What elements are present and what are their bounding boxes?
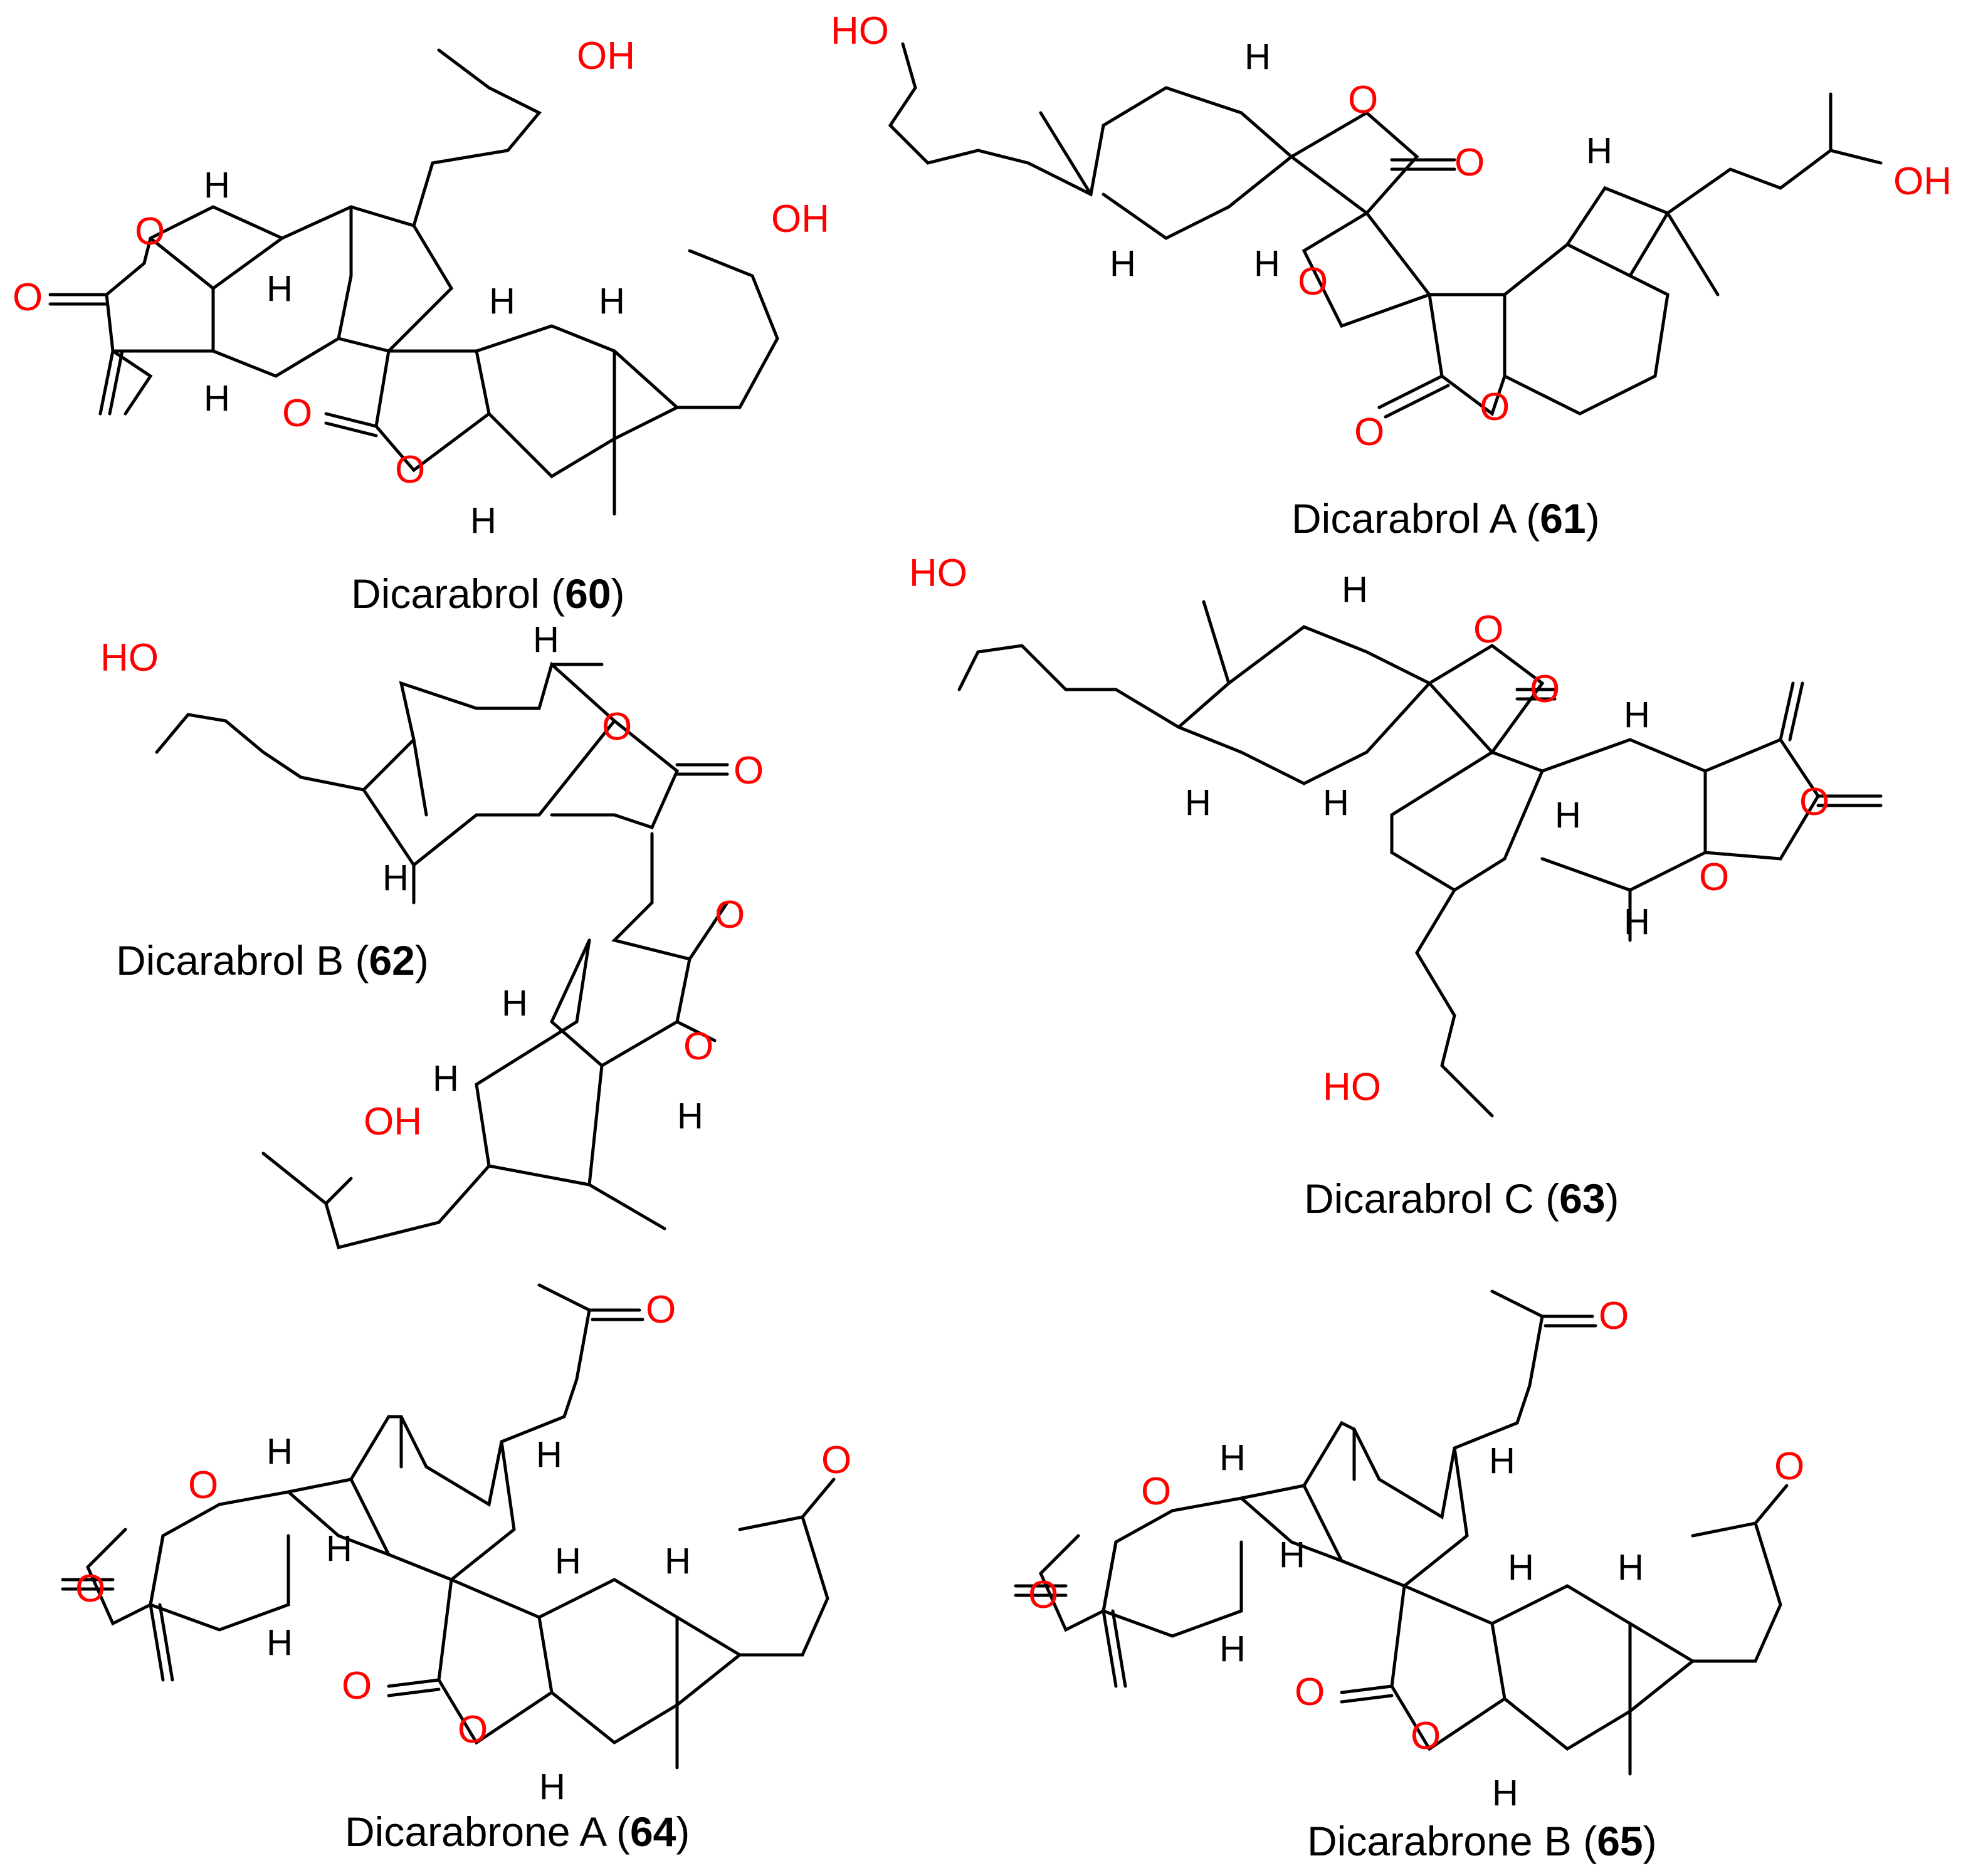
- carbonyl-oxygen-label: O: [75, 1567, 105, 1610]
- hydrogen-label: H: [266, 1622, 293, 1663]
- structure-dicarabrone-a-64: O O O O O O H H H H H H H Dicarabrone A …: [61, 1283, 851, 1855]
- ring-oxygen-label: O: [458, 1708, 488, 1751]
- hydrogen-label: H: [533, 619, 559, 660]
- compound-caption: Dicarabrol A (61): [1291, 495, 1600, 542]
- structure-dicarabrol-b-62: HO O O O O OH H H H H H Dicarabrol B (62…: [100, 619, 764, 1250]
- hydrogen-label: H: [204, 378, 230, 419]
- hydrogen-label: H: [326, 1528, 352, 1569]
- ring-oxygen-label: O: [1473, 608, 1503, 651]
- compound-caption: Dicarabrol (60): [351, 570, 625, 617]
- hydroxyl-label: HO: [831, 9, 889, 53]
- bonds-60: [48, 48, 779, 516]
- hydrogen-label: H: [1624, 901, 1650, 942]
- hydrogen-label: H: [1254, 243, 1280, 284]
- carbonyl-oxygen-label: O: [1454, 141, 1485, 184]
- hydroxyl-label: HO: [909, 552, 967, 595]
- hydrogen-label: H: [502, 983, 528, 1024]
- hydrogen-label: H: [1279, 1535, 1305, 1575]
- ring-oxygen-label: O: [1348, 78, 1378, 122]
- hydrogen-label: H: [204, 165, 230, 206]
- hydrogen-label: H: [470, 500, 497, 541]
- carbonyl-oxygen-label: O: [1774, 1445, 1804, 1488]
- hydrogen-label: H: [266, 268, 293, 309]
- hydrogen-label: H: [1244, 36, 1271, 77]
- atoms-61: HO O O O O O OH H H H H: [831, 9, 1952, 454]
- hydrogen-label: H: [536, 1434, 562, 1475]
- ring-oxygen-label: O: [1298, 260, 1328, 303]
- bonds-61: [888, 42, 1883, 419]
- carbonyl-oxygen-label: O: [646, 1288, 676, 1331]
- carbonyl-oxygen-label: O: [1028, 1573, 1058, 1617]
- carbonyl-oxygen-label: O: [1354, 411, 1384, 454]
- compound-caption: Dicarabrol C (63): [1304, 1175, 1619, 1222]
- hydrogen-label: H: [1342, 569, 1368, 610]
- ring-oxygen-label: O: [395, 448, 425, 491]
- ring-oxygen-label: O: [1699, 856, 1729, 899]
- hydrogen-label: H: [1624, 695, 1650, 735]
- hydrogen-label: H: [1617, 1547, 1644, 1588]
- compound-caption: Dicarabrol B (62): [116, 937, 429, 984]
- carbonyl-oxygen-label: O: [282, 392, 312, 435]
- carbonyl-oxygen-label: O: [1295, 1671, 1325, 1714]
- hydrogen-label: H: [1323, 782, 1349, 823]
- hydroxyl-label: OH: [364, 1100, 422, 1143]
- ring-oxygen-label: O: [683, 1025, 713, 1068]
- structure-dicarabrol-a-61: HO O O O O O OH H H H H Dicarabrol A (61…: [831, 9, 1952, 542]
- hydrogen-label: H: [539, 1766, 565, 1807]
- ring-oxygen-label: O: [1480, 386, 1510, 429]
- carbonyl-oxygen-label: O: [1530, 668, 1560, 711]
- carbonyl-oxygen-label: O: [13, 276, 43, 319]
- hydrogen-label: H: [1586, 130, 1612, 171]
- carbonyl-oxygen-label: O: [1799, 780, 1829, 824]
- hydroxyl-label: OH: [1893, 160, 1952, 203]
- ring-oxygen-label: O: [1141, 1470, 1171, 1513]
- atoms-65: O O O O O O H H H H H H H: [1028, 1294, 1804, 1813]
- hydrogen-label: H: [1508, 1547, 1534, 1588]
- atoms-60: OH OH O O O O H H H H H H: [13, 34, 829, 541]
- carbonyl-oxygen-label: O: [715, 893, 745, 936]
- hydroxyl-label: HO: [1323, 1066, 1381, 1109]
- hydroxyl-label: OH: [577, 34, 635, 78]
- bonds-64: [61, 1283, 836, 1770]
- hydrogen-label: H: [1110, 243, 1136, 284]
- structure-dicarabrol-c-63: HO O O O O HO H H H H H H Dicarabrol C (…: [909, 552, 1883, 1222]
- carbonyl-oxygen-label: O: [734, 749, 764, 792]
- structure-dicarabrone-b-65: O O O O O O H H H H H H H Dicarabrone B …: [1014, 1289, 1804, 1864]
- ring-oxygen-label: O: [135, 210, 165, 253]
- atoms-63: HO O O O O HO H H H H H H: [909, 552, 1829, 1109]
- hydrogen-label: H: [382, 858, 409, 898]
- carbonyl-oxygen-label: O: [1599, 1294, 1629, 1338]
- hydrogen-label: H: [1555, 795, 1581, 836]
- hydrogen-label: H: [1185, 782, 1211, 823]
- hydroxyl-label: HO: [100, 636, 159, 679]
- carbonyl-oxygen-label: O: [821, 1439, 851, 1482]
- hydrogen-label: H: [599, 281, 625, 322]
- hydrogen-label: H: [1219, 1437, 1246, 1478]
- bonds-65: [1014, 1289, 1789, 1776]
- bonds-63: [957, 600, 1883, 1118]
- hydrogen-label: H: [1219, 1629, 1246, 1669]
- hydrogen-label: H: [489, 281, 515, 322]
- carbonyl-oxygen-label: O: [342, 1664, 372, 1708]
- hydrogen-label: H: [433, 1058, 459, 1099]
- hydrogen-label: H: [1492, 1773, 1518, 1813]
- hydrogen-label: H: [555, 1541, 581, 1582]
- ring-oxygen-label: O: [1411, 1714, 1441, 1758]
- compound-caption: Dicarabrone B (65): [1307, 1818, 1657, 1864]
- atoms-64: O O O O O O H H H H H H H: [75, 1288, 851, 1807]
- hydroxyl-label: OH: [771, 197, 829, 241]
- atoms-62: HO O O O O OH H H H H H: [100, 619, 764, 1143]
- hydrogen-label: H: [677, 1096, 703, 1136]
- hydrogen-label: H: [665, 1541, 691, 1582]
- hydrogen-label: H: [1489, 1440, 1515, 1481]
- hydrogen-label: H: [266, 1431, 293, 1472]
- compound-caption: Dicarabrone A (64): [345, 1808, 690, 1855]
- ring-oxygen-label: O: [602, 705, 632, 748]
- structure-dicarabrol-60: OH OH O O O O H H H H H H Dicarabrol (60…: [13, 34, 829, 617]
- bonds-62: [155, 661, 729, 1250]
- ring-oxygen-label: O: [188, 1464, 218, 1507]
